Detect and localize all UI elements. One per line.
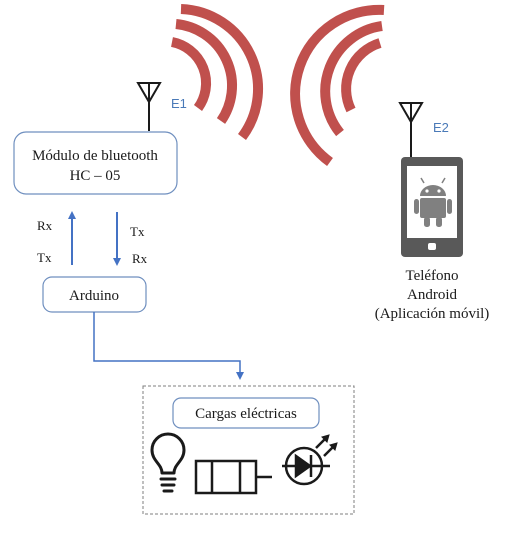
antenna-icon-e2 — [398, 102, 424, 158]
wave-arc-2 — [175, 19, 238, 124]
signal-tx-right: Tx — [130, 224, 145, 239]
loads-label-box — [172, 397, 320, 429]
phone-caption-line3: (Aplicación móvil) — [375, 306, 490, 322]
wifi-waves-icon-e2 — [290, 4, 385, 167]
led-icon — [282, 434, 338, 486]
antenna-icon-e1 — [136, 82, 162, 131]
arduino-label: Arduino — [69, 288, 119, 304]
light-bulb-icon — [150, 432, 186, 493]
wave-arc-3 — [180, 4, 264, 140]
bluetooth-module-box — [13, 131, 178, 195]
antenna-tag-e2: E2 — [433, 120, 449, 135]
wave-arc-3 — [290, 4, 385, 167]
wave-arc-1 — [341, 38, 382, 113]
signal-rx-right: Rx — [132, 251, 148, 266]
wave-arc-2 — [320, 21, 383, 137]
phone-caption-line2: Android — [407, 287, 457, 303]
wifi-waves-icon-e1 — [170, 4, 264, 140]
connector-arduino-to-loads — [93, 312, 244, 380]
bluetooth-module-model: HC – 05 — [70, 168, 121, 184]
loads-label: Cargas eléctricas — [195, 406, 297, 422]
signal-rx-left: Rx — [37, 218, 53, 233]
signal-tx-left: Tx — [37, 250, 52, 265]
android-robot-icon — [414, 177, 452, 227]
bluetooth-module-label: Módulo de bluetooth — [32, 148, 158, 164]
solenoid-icon — [194, 459, 272, 495]
phone-caption-line1: Teléfono — [405, 268, 458, 284]
loads-container — [142, 385, 355, 515]
antenna-tag-e1: E1 — [171, 96, 187, 111]
wave-arc-1 — [170, 37, 212, 111]
